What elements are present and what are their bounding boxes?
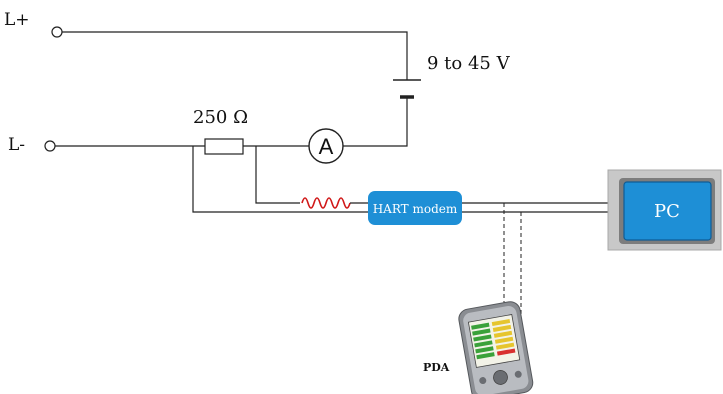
terminal-negative-label: L-	[8, 135, 25, 155]
pc-unit: PC	[607, 169, 722, 251]
wire-tap-lower	[192, 146, 368, 213]
pda-button-left	[479, 377, 487, 385]
hart-signal-wave	[301, 197, 351, 209]
wire-positive	[62, 31, 408, 80]
terminal-positive-label: L+	[4, 10, 30, 30]
resistor-symbol	[204, 138, 244, 155]
ammeter-letter: A	[319, 134, 334, 159]
wire-tap-upper	[255, 146, 300, 204]
ammeter-symbol	[308, 128, 344, 164]
resistor-label: 250 Ω	[193, 107, 248, 128]
pda-button-right	[514, 370, 522, 378]
hart-modem-label: HART modem	[373, 202, 458, 216]
battery-symbol	[393, 79, 421, 99]
pda-label: PDA	[423, 361, 450, 374]
pda-nav-button	[493, 370, 508, 385]
hart-modem-box	[368, 191, 462, 225]
supply-voltage-label: 9 to 45 V	[427, 53, 511, 74]
terminal-positive	[51, 26, 63, 38]
pc-label: PC	[654, 201, 680, 222]
pda-device	[458, 301, 534, 394]
pda-screen-cells	[471, 318, 516, 360]
wire-battery-ammeter	[343, 97, 408, 147]
terminal-negative	[44, 140, 56, 152]
pc-screen	[623, 181, 712, 241]
